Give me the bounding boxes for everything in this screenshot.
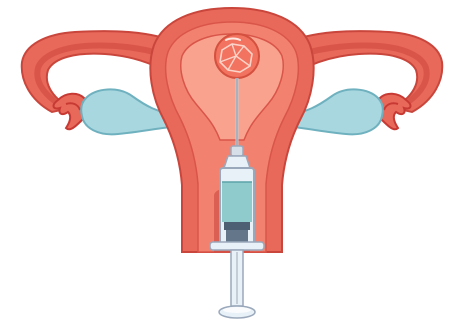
syringe-flange: [210, 242, 264, 250]
syringe-plunger-head: [224, 222, 250, 230]
embryo: [215, 34, 259, 78]
syringe-hub: [231, 146, 243, 156]
syringe-tip: [224, 156, 250, 168]
syringe-fluid: [222, 182, 252, 222]
